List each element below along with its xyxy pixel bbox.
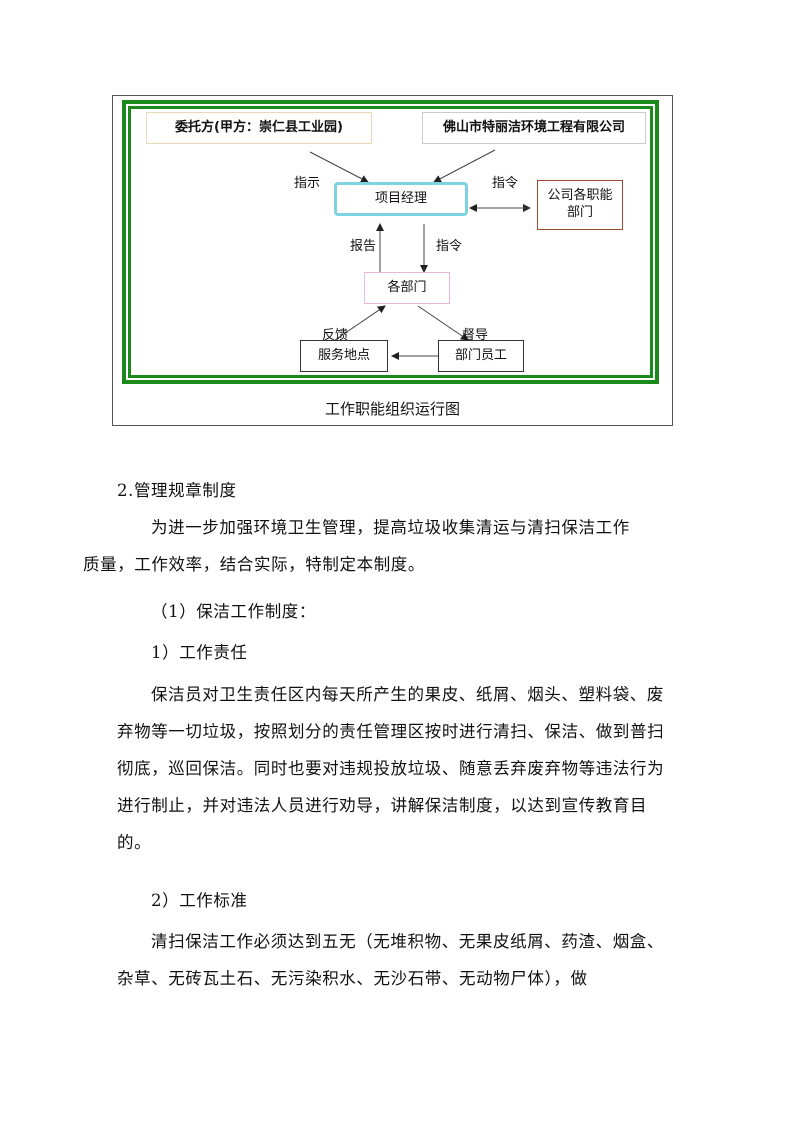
company-departments-line2: 部门 [566,205,593,220]
departments-box: 各部门 [364,272,450,304]
client-box: 委托方(甲方：崇仁县工业园) [146,112,372,144]
arrow-feedback [334,305,386,341]
item-2-title: 2）工作标准 [151,891,248,910]
company-box: 佛山市特丽洁环境工程有限公司 [422,112,646,144]
company-departments-box: 公司各职能 部门 [537,180,623,230]
item-1-title: 1）工作责任 [151,643,248,662]
intro-line1: 为进一步加强环境卫生管理，提高垃圾收集清运与清扫保洁工作 [151,518,630,537]
arrow-company-to-manager [433,149,496,183]
subsection-cleaning-rules: （1）保洁工作制度： [151,602,316,621]
diagram-border-inner [128,106,653,378]
project-manager-box: 项目经理 [334,182,468,216]
diagram-border-outer [122,100,659,384]
intro-line2: 质量，工作效率，结合实际，特制定本制度。 [83,555,425,574]
label-order-right: 指令 [492,176,519,191]
label-supervise: 督导 [462,328,489,343]
company-departments-line1: 公司各职能 [547,188,613,204]
item-2-body: 清扫保洁工作必须达到五无（无堆积物、无果皮纸屑、药渣、烟盒、杂草、无砖瓦土石、无… [117,932,664,988]
arrow-supervise [417,305,469,341]
section-heading: 2.管理规章制度 [117,481,237,500]
arrow-client-to-manager [309,151,369,183]
label-instruct: 指示 [294,176,321,191]
item-1-body: 保洁员对卫生责任区内每天所产生的果皮、纸屑、烟头、塑料袋、废弃物等一切垃圾，按照… [117,685,665,852]
staff-box: 部门员工 [438,340,524,372]
intro-paragraph: 为进一步加强环境卫生管理，提高垃圾收集清运与清扫保洁工作 质量，工作效率，结合实… [83,509,677,583]
figure-frame [112,95,673,426]
label-feedback: 反馈 [322,328,349,343]
label-order-down: 指令 [436,239,463,254]
figure-caption: 工作职能组织运行图 [324,400,460,418]
label-report: 报告 [350,239,377,254]
service-location-box: 服务地点 [300,340,388,372]
